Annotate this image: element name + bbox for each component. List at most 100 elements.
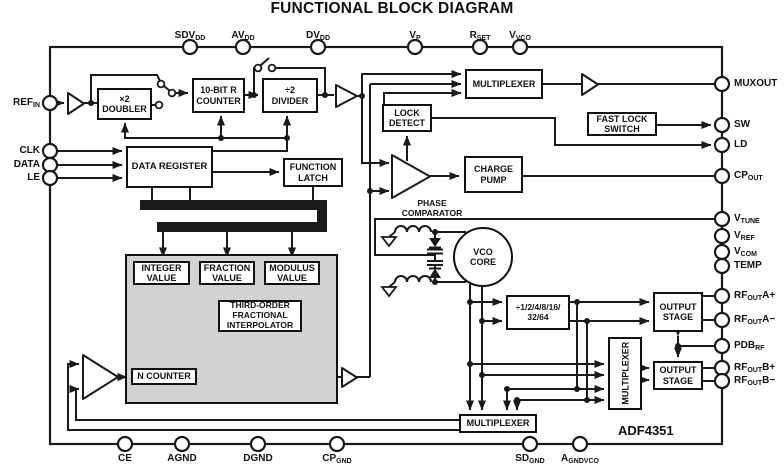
pin-label-vcom: VCOM	[734, 246, 758, 258]
pin-label-pdbrf: PDBRF	[734, 340, 765, 352]
register-bus	[140, 187, 327, 258]
block-multiplexer-top: MULTIPLEXER	[465, 69, 543, 99]
pin-label-rfouta-minus: RFOUTA−	[734, 314, 776, 326]
pin-dvdd	[309, 38, 327, 56]
pin-agnd	[173, 435, 191, 453]
block-function-latch: FUNCTION LATCH	[283, 158, 343, 187]
feedback-diff-amp	[82, 354, 119, 400]
pin-label-vp: VP	[409, 30, 421, 42]
pin-label-vvco: VVCO	[509, 30, 531, 42]
pin-vtune	[713, 210, 731, 228]
pin-sdvdd	[181, 38, 199, 56]
block-n-counter-label: N COUNTER	[137, 371, 191, 382]
pin-vref	[713, 227, 731, 245]
block-r-counter-label: 10-BIT R COUNTER	[196, 85, 241, 106]
block-modulus-value: MODULUS VALUE	[264, 261, 320, 285]
block-lock-detect: LOCK DETECT	[382, 104, 432, 132]
pin-cpgnd	[328, 435, 346, 453]
block-fraction-value-label: FRACTION VALUE	[203, 262, 251, 283]
charge-pump-wires	[374, 172, 715, 256]
phase-comparator-symbol	[391, 154, 431, 199]
pin-rset	[471, 38, 489, 56]
block-output-stage-a: OUTPUT STAGE	[653, 292, 703, 332]
block-vco-core-label: VCO CORE	[469, 246, 496, 267]
pin-data	[41, 156, 59, 174]
block-vco-core: VCO CORE	[453, 227, 513, 287]
block-interpolator: THIRD-ORDER FRACTIONAL INTERPOLATOR	[218, 300, 302, 332]
pin-ce	[116, 435, 134, 453]
pin-dgnd	[249, 435, 267, 453]
pin-circles	[41, 38, 731, 453]
pin-rfoutb-plus	[713, 359, 731, 377]
pin-cpout	[713, 167, 731, 185]
block-div2-label: ÷2 DIVIDER	[271, 85, 309, 106]
pin-agndvco	[571, 435, 589, 453]
pin-label-muxout: MUXOUT	[734, 78, 778, 89]
lock-detect-wires	[403, 117, 712, 161]
pin-label-dgnd: DGND	[243, 453, 273, 464]
block-output-stage-b: OUTPUT STAGE	[653, 361, 703, 390]
pin-label-clk: CLK	[19, 145, 40, 156]
block-integer-value-label: INTEGER VALUE	[141, 262, 182, 283]
pin-label-le: LE	[27, 172, 40, 183]
block-charge-pump: CHARGE PUMP	[464, 156, 523, 193]
muxout-buffer	[581, 73, 599, 96]
pin-label-agnd: AGND	[167, 453, 197, 464]
pin-label-rfoutb-plus: RFOUTB+	[734, 362, 776, 374]
block-function-latch-label: FUNCTION LATCH	[289, 162, 337, 183]
block-multiplexer-rf-label: MULTIPLEXER	[619, 342, 630, 405]
r-counter-divider-path	[245, 57, 462, 167]
pin-rfouta-minus	[713, 311, 731, 329]
pin-muxout	[713, 75, 731, 93]
block-multiplexer-fb-label: MULTIPLEXER	[466, 418, 530, 429]
pin-vvco	[511, 38, 529, 56]
block-data-register-label: DATA REGISTER	[131, 160, 208, 172]
pin-label-refin: REFIN	[13, 97, 40, 109]
pin-label-sdvdd: SDVDD	[174, 30, 206, 42]
pin-label-cpgnd: CPGND	[322, 453, 352, 465]
block-fast-lock-switch: FAST LOCK SWITCH	[587, 112, 657, 136]
pin-label-ld: LD	[734, 139, 748, 150]
rf-output-path-wires	[466, 284, 715, 411]
block-integer-value: INTEGER VALUE	[133, 261, 190, 285]
block-doubler-label: ×2 DOUBLER	[102, 93, 147, 114]
block-modulus-value-label: MODULUS VALUE	[269, 262, 315, 283]
pin-temp	[713, 257, 731, 275]
pin-label-temp: TEMP	[734, 260, 762, 271]
pin-label-sdgnd: SDGND	[515, 453, 545, 465]
pin-label-data: DATA	[13, 159, 40, 170]
pin-sw	[713, 116, 731, 134]
block-data-register: DATA REGISTER	[126, 146, 213, 188]
pin-vcom	[713, 243, 731, 261]
pin-label-vref: VREF	[734, 230, 755, 242]
feedback-and-mux-wires	[357, 80, 462, 378]
n-path-buffer	[341, 367, 358, 388]
chip-name: ADF4351	[618, 423, 674, 438]
vco-tank-circuit	[380, 225, 466, 298]
r-path-control-wires	[121, 115, 291, 152]
phase-comparator-label: PHASE COMPARATOR	[401, 198, 463, 218]
pin-ld	[713, 136, 731, 154]
pin-label-rfouta-plus: RFOUTA+	[734, 290, 776, 302]
block-interpolator-label: THIRD-ORDER FRACTIONAL INTERPOLATOR	[226, 300, 294, 330]
block-output-stage-a-label: OUTPUT STAGE	[659, 301, 697, 322]
reference-input-path	[54, 74, 189, 110]
block-multiplexer-rf: MULTIPLEXER	[608, 337, 642, 410]
r-path-buffer	[335, 84, 358, 108]
block-output-stage-b-label: OUTPUT STAGE	[659, 365, 697, 386]
block-charge-pump-label: CHARGE PUMP	[473, 164, 513, 185]
refin-buffer	[67, 92, 85, 115]
pin-label-cpout: CPOUT	[734, 170, 763, 182]
pin-label-rfoutb-minus: RFOUTB−	[734, 375, 776, 387]
pin-label-agndvco: AGNDVCO	[561, 453, 599, 465]
block-fast-lock-switch-label: FAST LOCK SWITCH	[596, 113, 648, 134]
pin-refin	[41, 94, 59, 112]
block-lock-detect-label: LOCK DETECT	[389, 107, 425, 128]
block-rf-divider: ÷1/2/4/8/16/ 32/64	[506, 295, 570, 330]
pin-label-rset: RSET	[469, 30, 491, 42]
block-multiplexer-fb: MULTIPLEXER	[459, 414, 537, 433]
pin-rfoutb-minus	[713, 372, 731, 390]
pin-rfouta-plus	[713, 287, 731, 305]
